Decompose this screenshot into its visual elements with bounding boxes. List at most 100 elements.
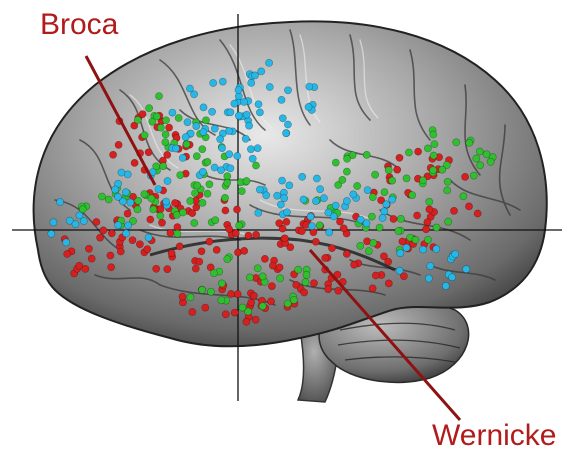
- cyan-dot: [332, 202, 339, 209]
- red-dot: [176, 243, 183, 250]
- green-dot: [303, 271, 310, 278]
- green-dot: [332, 159, 339, 166]
- cyan-dot: [182, 134, 189, 141]
- red-dot: [107, 252, 114, 259]
- green-dot: [157, 124, 164, 131]
- green-dot: [239, 304, 246, 311]
- green-dot: [221, 194, 228, 201]
- cyan-dot: [63, 239, 70, 246]
- cyan-dot: [184, 119, 191, 126]
- cyan-dot: [127, 199, 134, 206]
- cyan-dot: [72, 221, 79, 228]
- cyan-dot: [284, 121, 291, 128]
- green-dot: [206, 181, 213, 188]
- green-dot: [466, 139, 473, 146]
- cyan-dot: [235, 112, 242, 119]
- cyan-dot: [50, 219, 57, 226]
- green-dot: [157, 212, 164, 219]
- green-dot: [187, 294, 194, 301]
- green-dot: [290, 296, 297, 303]
- cyan-dot: [326, 229, 333, 236]
- red-dot: [129, 237, 136, 244]
- red-dot: [168, 250, 175, 257]
- cyan-dot: [125, 222, 132, 229]
- green-dot: [403, 175, 410, 182]
- red-dot: [328, 245, 335, 252]
- red-dot: [465, 203, 472, 210]
- cyan-dot: [249, 155, 256, 162]
- red-dot: [336, 218, 343, 225]
- green-dot: [218, 297, 225, 304]
- red-dot: [385, 280, 392, 287]
- cyan-dot: [306, 83, 313, 90]
- green-dot: [204, 190, 211, 197]
- cyan-dot: [199, 168, 206, 175]
- cyan-dot: [449, 274, 456, 281]
- green-dot: [187, 197, 194, 204]
- red-dot: [390, 215, 397, 222]
- green-dot: [141, 191, 148, 198]
- red-dot: [192, 265, 199, 272]
- green-dot: [473, 155, 480, 162]
- cyan-dot: [164, 177, 171, 184]
- red-dot: [206, 238, 213, 245]
- cyan-dot: [247, 146, 254, 153]
- red-dot: [281, 235, 288, 242]
- green-dot: [424, 236, 431, 243]
- red-dot: [231, 309, 238, 316]
- red-dot: [450, 207, 457, 214]
- green-dot: [344, 155, 351, 162]
- cyan-dot: [256, 186, 263, 193]
- green-dot: [444, 178, 451, 185]
- green-dot: [424, 145, 431, 152]
- red-dot: [139, 111, 146, 118]
- red-dot: [310, 280, 317, 287]
- green-dot: [376, 224, 383, 231]
- red-dot: [171, 199, 178, 206]
- red-dot: [322, 254, 329, 261]
- red-dot: [301, 289, 308, 296]
- red-dot: [283, 218, 290, 225]
- green-dot: [210, 270, 217, 277]
- green-dot: [476, 148, 483, 155]
- red-dot: [198, 248, 205, 255]
- green-dot: [174, 230, 181, 237]
- cyan-dot: [283, 130, 290, 137]
- cyan-dot: [122, 189, 129, 196]
- red-dot: [108, 230, 115, 237]
- red-dot: [147, 216, 154, 223]
- cyan-dot: [114, 193, 121, 200]
- cyan-dot: [256, 109, 263, 116]
- cyan-dot: [283, 209, 290, 216]
- green-dot: [162, 139, 169, 146]
- cyan-dot: [118, 169, 125, 176]
- red-dot: [233, 206, 240, 213]
- cyan-dot: [379, 214, 386, 221]
- cyan-dot: [279, 115, 286, 122]
- red-dot: [117, 248, 124, 255]
- cyan-dot: [226, 151, 233, 158]
- cyan-dot: [254, 145, 261, 152]
- cyan-dot: [115, 222, 122, 229]
- cyan-dot: [234, 152, 241, 159]
- red-dot: [426, 206, 433, 213]
- green-dot: [277, 275, 284, 282]
- green-dot: [183, 141, 190, 148]
- green-dot: [105, 196, 112, 203]
- cyan-dot: [381, 208, 388, 215]
- cyan-dot: [227, 109, 234, 116]
- green-dot: [389, 177, 396, 184]
- cyan-dot: [343, 197, 350, 204]
- red-dot: [131, 159, 138, 166]
- red-dot: [136, 241, 143, 248]
- green-dot: [419, 177, 426, 184]
- green-dot: [194, 182, 201, 189]
- cyan-dot: [397, 250, 404, 257]
- cyan-dot: [211, 125, 218, 132]
- red-dot: [196, 258, 203, 265]
- green-dot: [343, 168, 350, 175]
- red-dot: [253, 231, 260, 238]
- red-dot: [227, 290, 234, 297]
- red-dot: [252, 316, 259, 323]
